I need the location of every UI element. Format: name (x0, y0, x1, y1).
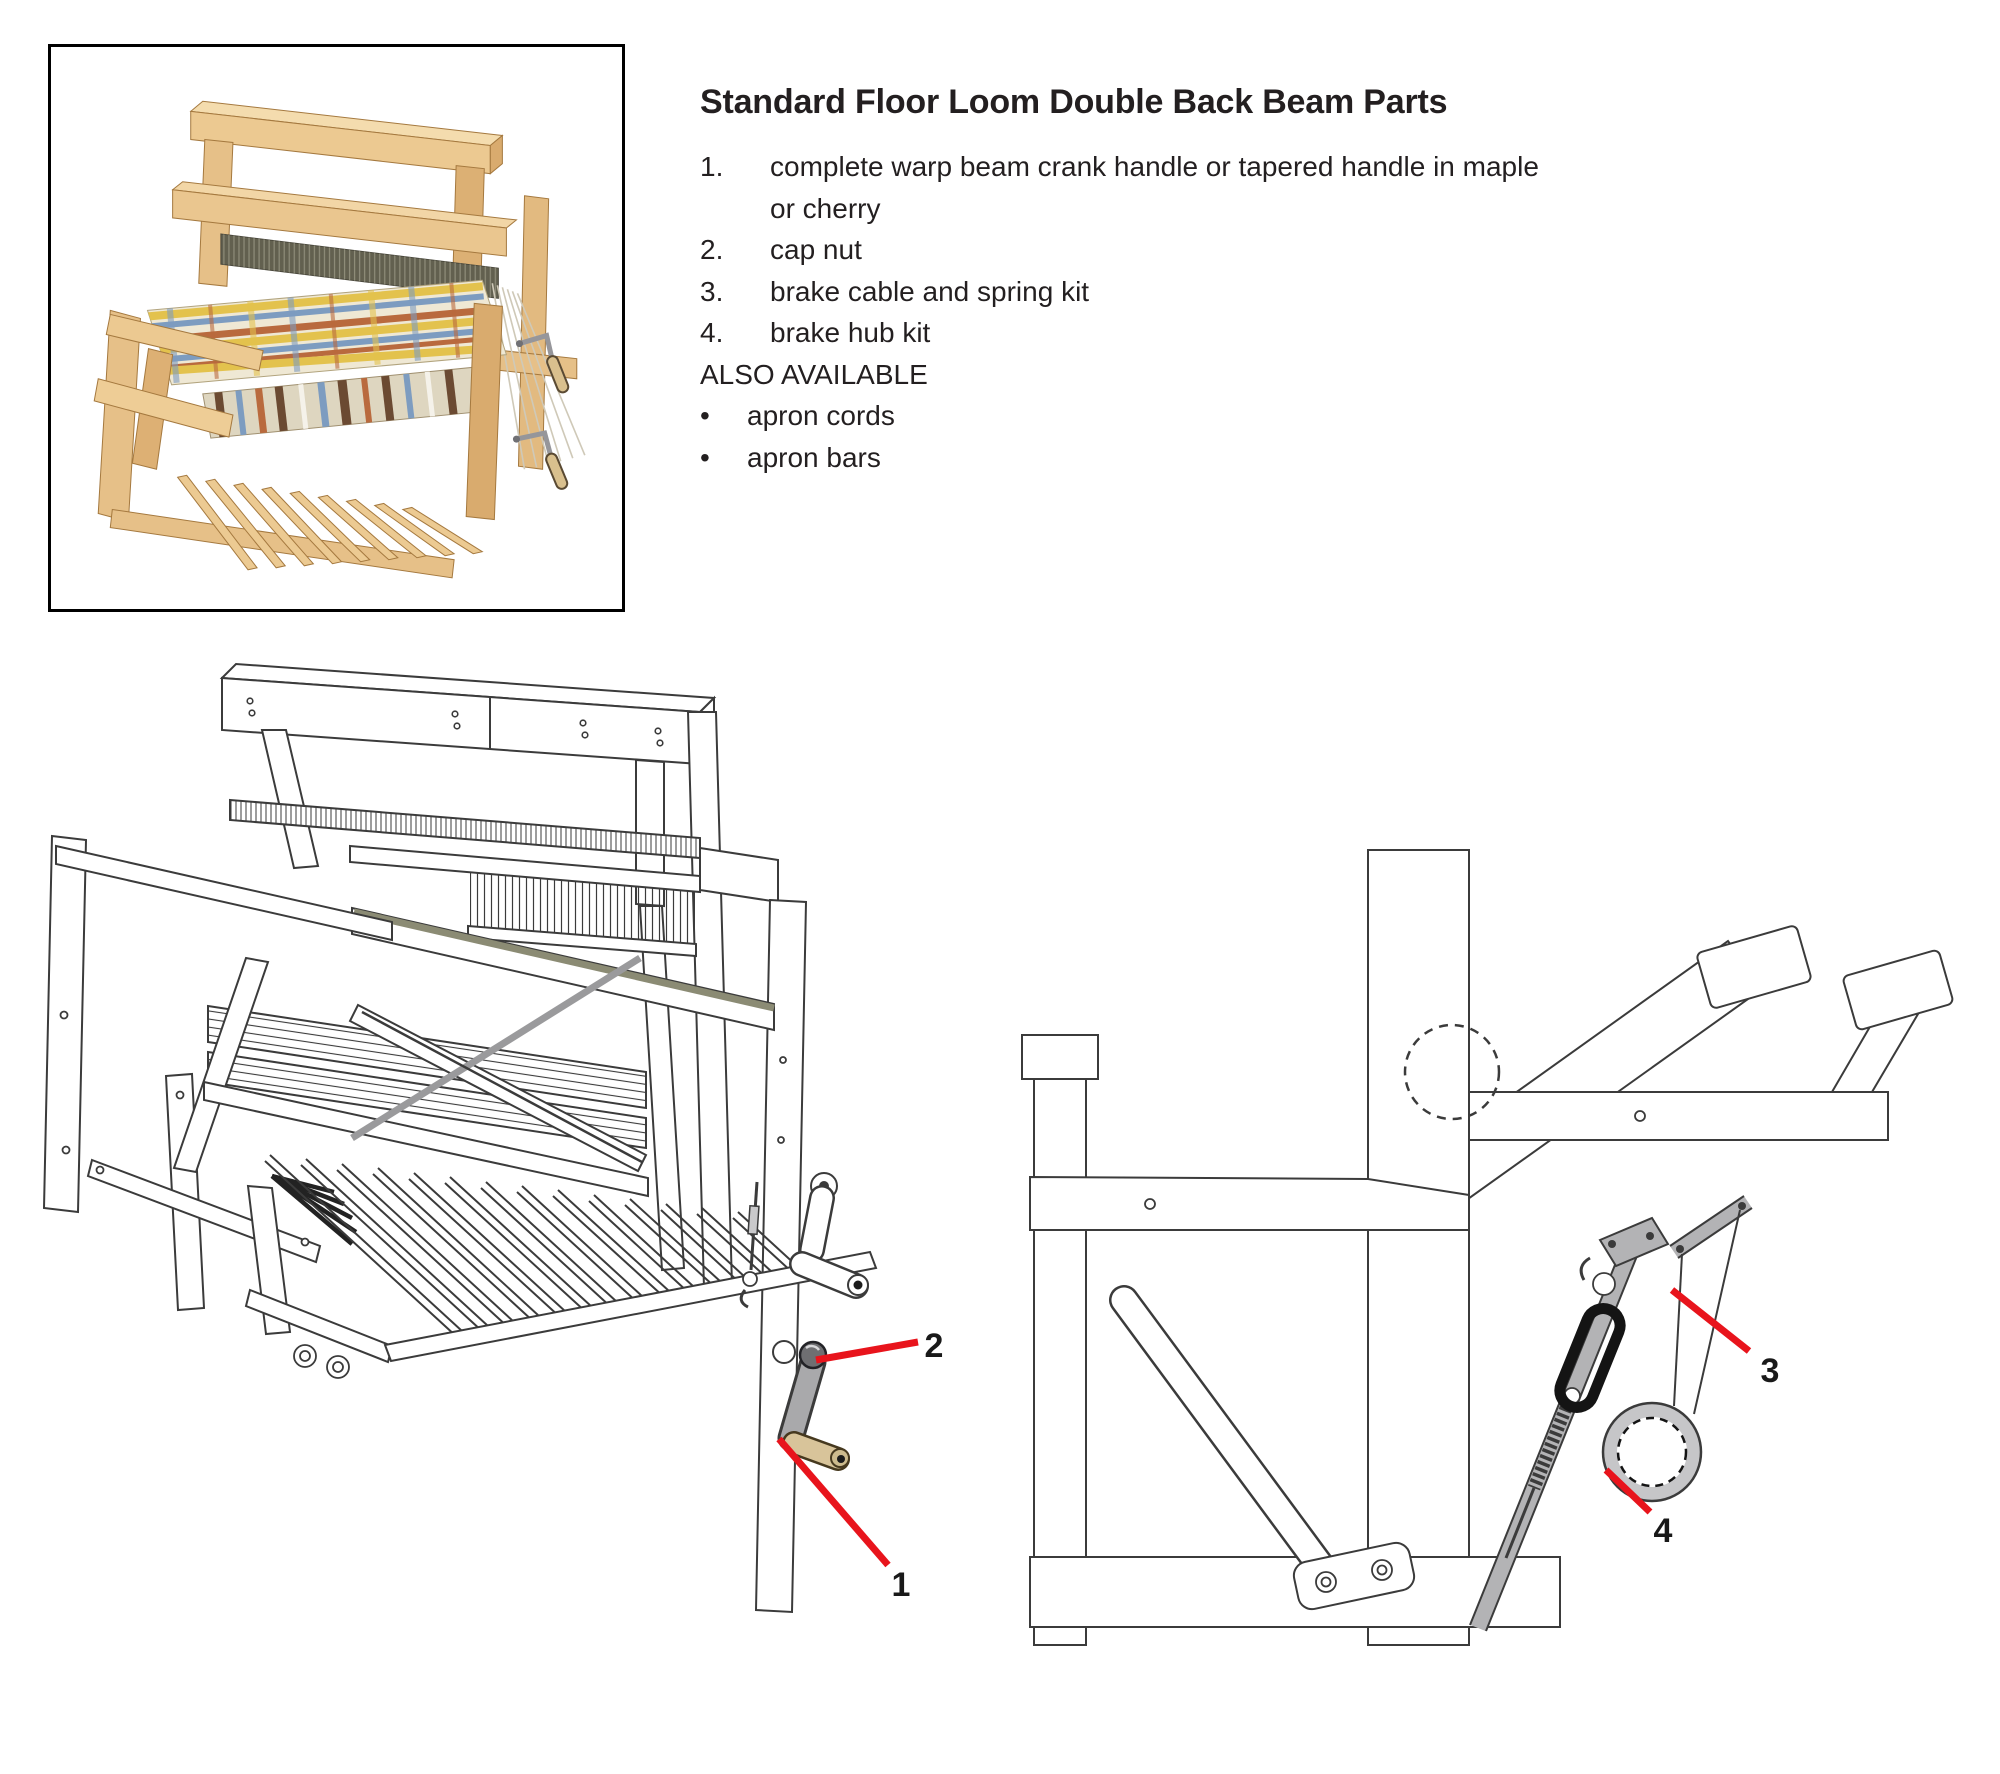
also-available-label: ALSO AVAILABLE (700, 358, 928, 390)
brake-cable-and-spring (1504, 1209, 1741, 1559)
callout-line-1 (776, 1436, 891, 1568)
bullet-marker: • (700, 441, 710, 473)
item-number: 3. (700, 275, 724, 307)
bullet-item-apron-bars: • apron bars (700, 437, 1640, 479)
item-number: 1. (700, 151, 724, 182)
photo-frame (48, 44, 625, 612)
brake-hub (1601, 1401, 1703, 1503)
bullet-item-apron-cords: • apron cords (700, 395, 1640, 437)
part-item-1: 1. complete warp beam crank handle or ta… (700, 146, 1640, 229)
callout-line-2 (815, 1338, 919, 1364)
loom-photo-illustration (93, 100, 586, 579)
loom-overview-diagram: 2 1 (42, 662, 944, 1614)
cable-loop (1554, 1303, 1626, 1413)
part-item-2: 2. cap nut (700, 229, 1640, 271)
back-beam-detail-diagram: 3 4 (1021, 849, 1954, 1646)
page-title: Standard Floor Loom Double Back Beam Par… (700, 83, 1448, 121)
callout-label-2: 2 (925, 1327, 944, 1365)
item-text: complete warp beam crank handle or taper… (770, 151, 1539, 224)
item-text: brake hub kit (770, 317, 931, 348)
part-item-3: 3. brake cable and spring kit (700, 271, 1640, 313)
brake-release-handle (789, 1172, 869, 1299)
warp-beam-crank-handle (772, 1340, 850, 1471)
item-text: cap nut (770, 234, 862, 265)
spring-coil (1527, 1405, 1573, 1491)
callout-line-3 (1669, 1287, 1752, 1354)
bullet-marker: • (700, 400, 710, 431)
item-number: 4. (700, 317, 724, 348)
parts-list: Standard Floor Loom Double Back Beam Par… (700, 82, 1640, 478)
vertical-beam (1367, 849, 1470, 1646)
item-text: brake cable and spring kit (770, 275, 1090, 307)
photo-crank-handles (512, 332, 570, 490)
callout-label-1: 1 (892, 1566, 911, 1604)
item-number: 2. (700, 234, 724, 265)
callout-line-4 (1603, 1467, 1653, 1515)
back-post-cap (1021, 1034, 1099, 1080)
part-item-4: 4. brake hub kit (700, 312, 1640, 354)
beam-section-dashed-circle (1403, 1023, 1501, 1121)
callout-label-4: 4 (1654, 1512, 1673, 1550)
callout-label-3: 3 (1761, 1352, 1780, 1390)
